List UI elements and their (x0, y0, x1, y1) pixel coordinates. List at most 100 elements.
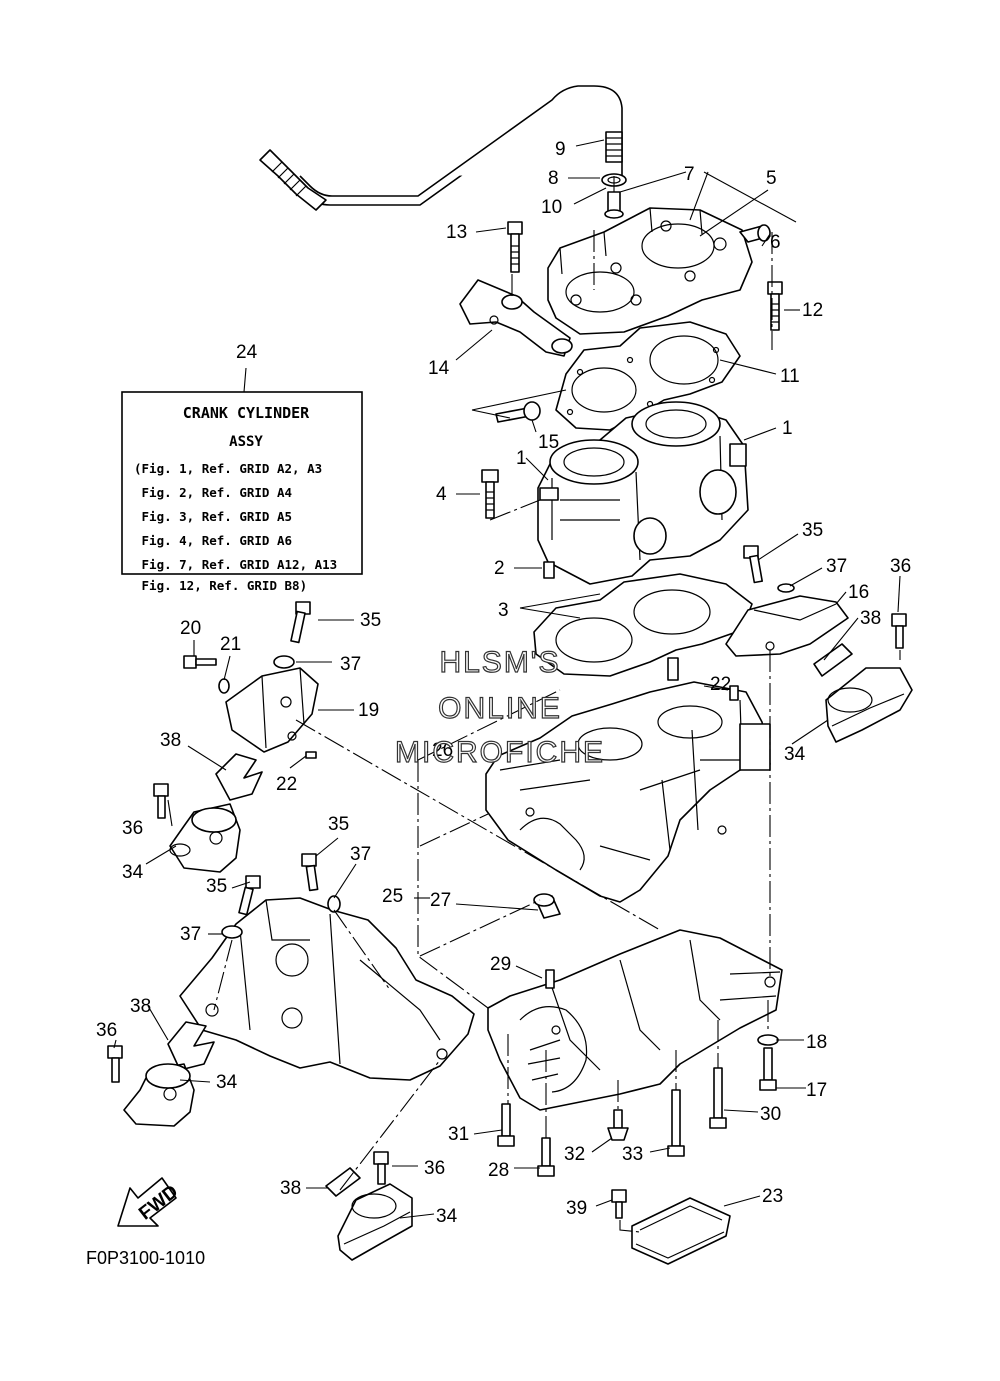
engine-mount-34-bottom (337, 1183, 413, 1261)
callout-33: 33 (622, 1144, 643, 1165)
callout-27: 27 (430, 890, 451, 911)
leader-lines (113, 139, 901, 1219)
callout-29: 29 (490, 954, 511, 975)
callout-5: 5 (766, 168, 777, 189)
callout-35-right: 35 (802, 520, 823, 541)
cover-23 (631, 1197, 731, 1265)
washer-21 (218, 678, 230, 694)
washer-37-left-upper (273, 655, 295, 669)
callout-28: 28 (488, 1160, 509, 1181)
callout-20: 20 (180, 618, 201, 639)
watermark-line-1: HLSM'S (439, 646, 560, 679)
bolt-33 (667, 1089, 685, 1157)
bolt-35-lower (238, 875, 261, 916)
callout-36-right: 36 (890, 556, 911, 577)
washer-37-mid (327, 895, 341, 913)
callout-36-lower: 36 (96, 1020, 117, 1041)
callout-37-lower: 37 (180, 924, 201, 945)
bolt-32 (607, 1109, 629, 1141)
callout-39: 39 (566, 1198, 587, 1219)
callout-38-bottom: 38 (280, 1178, 301, 1199)
bolt-7 (604, 191, 624, 219)
legend-line: Fig. 7, Ref. GRID A12, A13 (134, 557, 337, 572)
callout-21: 21 (220, 634, 241, 655)
callout-13: 13 (446, 222, 467, 243)
pin-22-left (305, 751, 317, 759)
callout-37-right: 37 (826, 556, 847, 577)
bolt-30 (709, 1067, 727, 1129)
washer-18 (757, 1034, 779, 1046)
callout-18: 18 (806, 1032, 827, 1053)
callout-4: 4 (436, 484, 447, 505)
bolt-15 (495, 401, 541, 423)
callout-38-left: 38 (160, 730, 181, 751)
lower-crankcase (487, 929, 783, 1111)
cylinder-head (547, 207, 753, 335)
bolt-13 (507, 221, 523, 273)
strap-38-right (813, 643, 853, 677)
callout-14: 14 (428, 358, 450, 379)
dowel-pin-2 (543, 561, 555, 579)
upper-crankcase (485, 681, 771, 903)
bolt-36-left-upper (153, 783, 169, 819)
callout-36-left: 36 (122, 818, 143, 839)
bearing-27 (533, 893, 561, 919)
bolt-36-bottom (373, 1151, 389, 1185)
engine-mount-34-left-lower (123, 1063, 195, 1127)
legend-line: Fig. 2, Ref. GRID A4 (134, 485, 292, 500)
base-gasket (533, 573, 753, 677)
legend-subtitle: ASSY (229, 434, 263, 450)
legend-line: (Fig. 1, Ref. GRID A2, A3 (134, 461, 322, 476)
callout-34-lower: 34 (216, 1072, 238, 1093)
legend-title: CRANK CYLINDER (183, 404, 310, 422)
callout-35-left: 35 (360, 610, 381, 631)
bolt-20 (183, 655, 217, 669)
bolt-35-mid (301, 853, 319, 892)
callout-26: 26 (432, 740, 453, 761)
washer-37-lower (221, 925, 243, 939)
callout-15: 15 (538, 432, 559, 453)
watermark: HLSM'S ONLINE MICROFICHE (394, 645, 603, 769)
fwd-arrow: FWD (117, 1177, 182, 1227)
legend-box: CRANK CYLINDER ASSY (Fig. 1, Ref. GRID A… (121, 391, 363, 575)
callout-24: 24 (236, 342, 258, 363)
callout-19: 19 (358, 700, 379, 721)
legend-line: Fig. 12, Ref. GRID B8) (134, 578, 307, 593)
callout-34-bottom: 34 (436, 1206, 458, 1227)
callout-7: 7 (684, 164, 695, 185)
callout-22-right: 22 (710, 674, 731, 695)
callout-10: 10 (541, 197, 562, 218)
head-gasket (555, 321, 741, 431)
callout-11: 11 (780, 366, 800, 387)
callout-1-right: 1 (782, 418, 793, 439)
watermark-line-2: ONLINE (438, 692, 562, 725)
callout-32: 32 (564, 1144, 585, 1165)
callout-37-mid: 37 (350, 844, 371, 865)
plug-22 (729, 685, 739, 701)
callout-labels: 9 8 7 5 10 13 6 12 14 11 15 1 1 4 2 3 35… (96, 139, 911, 1227)
callout-17: 17 (806, 1080, 827, 1101)
bolt-12 (767, 281, 783, 331)
callout-36-bottom: 36 (424, 1158, 445, 1179)
bolt-36-left-lower (107, 1045, 123, 1083)
callout-35-lower: 35 (206, 876, 227, 897)
callout-31: 31 (448, 1124, 469, 1145)
callout-6: 6 (770, 232, 781, 253)
bolt-36-right (891, 613, 907, 649)
alignment-lines (213, 176, 901, 1233)
figure-code: F0P3100-1010 (86, 1248, 205, 1268)
mount-bracket-16 (725, 595, 849, 657)
callout-22-left: 22 (276, 774, 297, 795)
legend-line: Fig. 4, Ref. GRID A6 (134, 533, 292, 548)
strap-38-left-upper (215, 753, 263, 801)
bolt-28 (537, 1137, 555, 1177)
callout-16: 16 (848, 582, 869, 603)
plug-6 (739, 224, 771, 243)
callout-12: 12 (802, 300, 823, 321)
bolt-4 (481, 469, 499, 519)
bolt-17 (759, 1047, 777, 1091)
bolt-35-right (743, 545, 763, 584)
bolt-35-left-upper (290, 601, 311, 644)
engine-mount-plate (179, 897, 475, 1081)
